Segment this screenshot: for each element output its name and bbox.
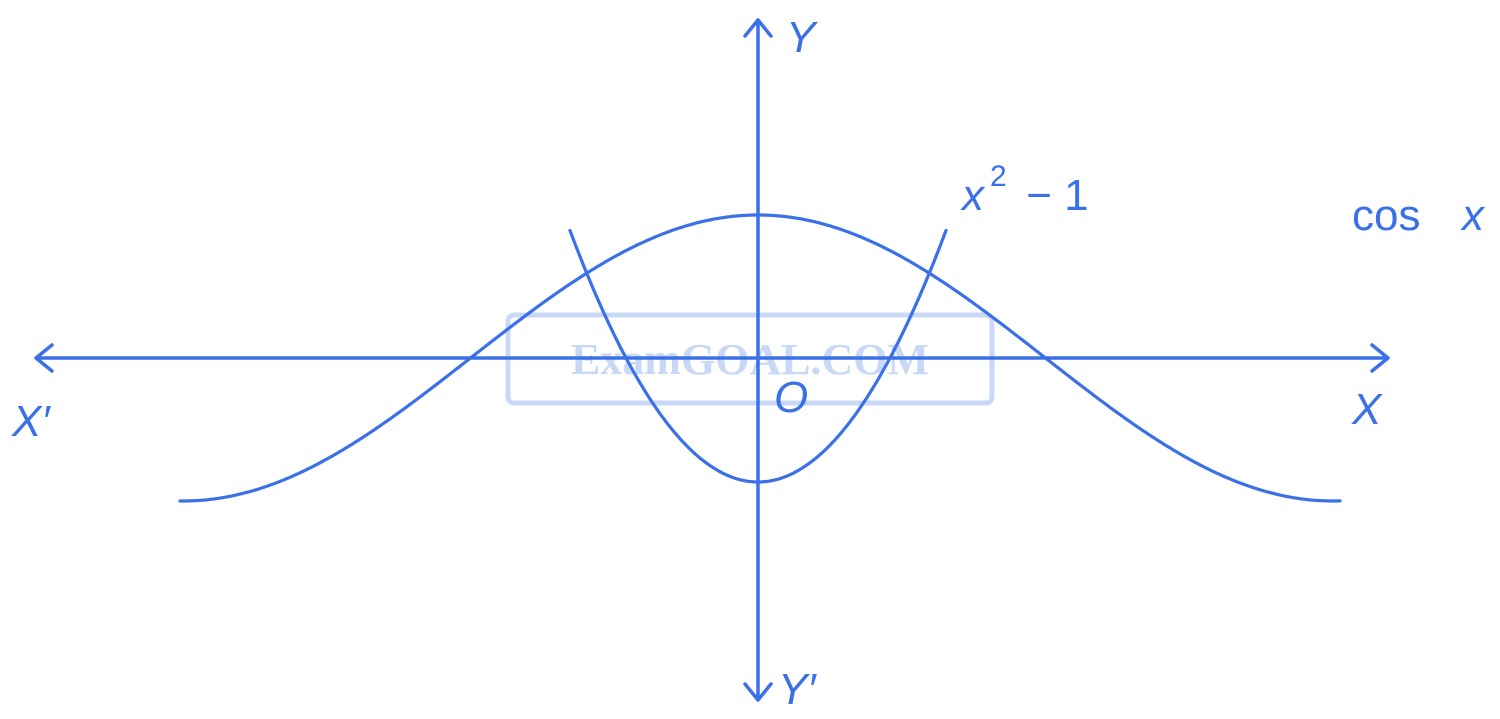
parabola-label-exponent: 2 — [990, 160, 1007, 193]
x-prime-axis-label: X′ — [11, 397, 51, 446]
y-axis-label: Y — [786, 13, 818, 62]
x-axis-label: X — [1351, 385, 1383, 434]
y-axis-arrow-down — [743, 682, 773, 702]
x-axis — [34, 343, 1390, 373]
y-axis — [743, 18, 773, 702]
x-axis-arrow-left — [34, 343, 54, 373]
x-axis-arrow-right — [1370, 343, 1390, 373]
y-prime-axis-label: Y′ — [778, 665, 817, 714]
origin-label: O — [774, 373, 808, 422]
parabola-label-tail: − 1 — [1014, 171, 1089, 220]
parabola-label: x 2 − 1 — [960, 160, 1089, 220]
parabola-label-base: x — [960, 171, 986, 220]
cos-label: cos x — [1352, 191, 1486, 240]
cos-curve — [178, 213, 1342, 503]
cos-label-prefix: cos — [1352, 191, 1433, 240]
cos-label-var: x — [1460, 191, 1486, 240]
parabola-curve — [568, 228, 948, 484]
y-axis-arrow-up — [743, 18, 773, 38]
